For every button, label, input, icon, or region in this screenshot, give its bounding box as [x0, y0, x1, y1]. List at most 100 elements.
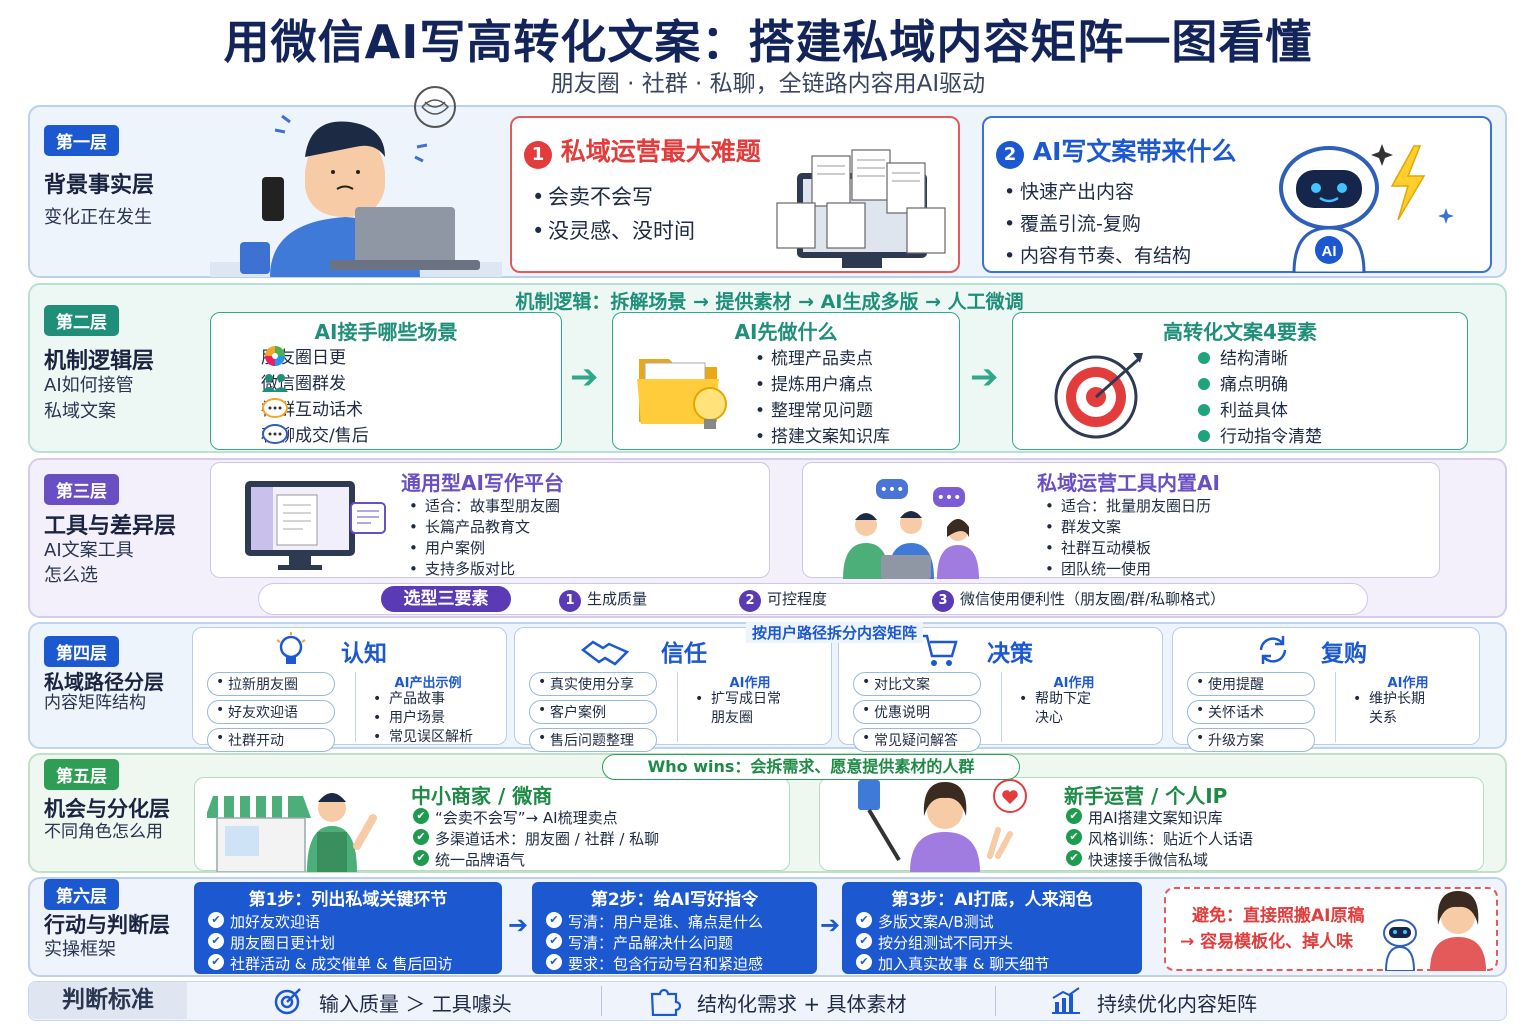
layer-3: 第三层 工具与差异层 AI文案工具 怎么选 通用型AI写作平台 适合：故事型朋友…	[28, 458, 1507, 618]
list-item: 适合：批量朋友圈日历	[1043, 496, 1211, 517]
list-item: 群发文案	[1043, 517, 1211, 538]
stage-title: 信任	[661, 641, 707, 667]
stage-pill: 关怀话术	[1187, 700, 1315, 724]
layer-desc: 变化正在发生	[44, 207, 152, 228]
stage-title: 决策	[987, 641, 1033, 667]
pain-card: 1 私域运营最大难题 会卖不会写 没灵感、没时间	[510, 116, 960, 273]
stage-pill: 对比文案	[853, 672, 981, 696]
list-item: 统一品牌语气	[413, 850, 659, 871]
layer-desc: AI如何接管	[44, 375, 134, 396]
list-item: 没灵感、没时间	[530, 214, 695, 248]
list-item: 多渠道话术：朋友圈 / 社群 / 私聊	[413, 829, 659, 850]
stage-card-1: 认知拉新朋友圈好友欢迎语社群开动AI产出示例产品故事用户场景常见误区解析	[192, 627, 507, 752]
private-tool-list: 适合：批量朋友圈日历 群发文案 社群互动模板 团队统一使用	[1043, 496, 1211, 580]
divider	[355, 672, 356, 742]
team-chat-illustration: ••• •••	[843, 479, 979, 579]
list-item: 用户场景	[371, 709, 473, 728]
list-item: 关系	[1369, 710, 1397, 726]
list-item: 加好友欢迎语	[208, 912, 502, 933]
avoid-card: 避免：直接照搬AI原稿 → 容易模板化、掉人味	[1164, 887, 1498, 971]
list-item: 结构清晰	[1198, 346, 1322, 372]
divider	[677, 672, 678, 742]
layer-name: 机会与分化层	[44, 797, 170, 821]
benefit-card: 2 AI写文案带来什么 快速产出内容 覆盖引流-复购 内容有节奏、有结构 AI	[982, 116, 1492, 273]
list-item: 用户案例	[407, 538, 560, 559]
merchant-list: “会卖不会写”→ AI梳理卖点 多渠道话术：朋友圈 / 社群 / 私聊 统一品牌…	[413, 808, 659, 871]
step-3: 第3步：AI打底，人来润色 多版文案A/B测试 按分组测试不同开头 加入真实故事…	[842, 882, 1142, 974]
list-item: 扩写成日常	[693, 690, 781, 709]
group-icon	[262, 374, 288, 392]
layer-desc: 怎么选	[44, 565, 98, 586]
ai-list: 产品故事用户场景常见误区解析	[371, 690, 473, 747]
stage-card-4: 复购使用提醒关怀话术升级方案AI作用维护长期关系	[1172, 627, 1480, 752]
stage-pill: 社群开动	[207, 728, 335, 752]
layer-name: 工具与差异层	[44, 514, 177, 539]
target-icon	[1054, 353, 1143, 439]
list-item: 朋友圈日更计划	[208, 933, 502, 954]
ai-robot-icon: AI	[1279, 144, 1454, 273]
list-item: 产品故事	[371, 690, 473, 709]
merchant-card: 中小商家 / 微商 “会卖不会写”→ AI梳理卖点 多渠道话术：朋友圈 / 社群…	[194, 777, 790, 872]
list-item: 内容有节奏、有结构	[1002, 240, 1191, 272]
list-item: 私聊成交/售后	[261, 426, 369, 446]
pain-list: 会卖不会写 没灵感、没时间	[530, 180, 695, 248]
ai-first-list: 梳理产品卖点 提炼用户痛点 整理常见问题 搭建文案知识库	[753, 346, 890, 450]
stage-pill: 常见疑问解答	[853, 728, 981, 752]
list-item: 搭建文案知识库	[753, 424, 890, 450]
list-item: 团队统一使用	[1043, 559, 1211, 580]
stage-pill: 客户案例	[529, 700, 657, 724]
list-item: 用AI搭建文案知识库	[1066, 808, 1253, 829]
growth-chart-icon	[1052, 987, 1080, 1014]
criteria-number: 2	[739, 590, 761, 612]
card-title: 高转化文案4要素	[1163, 320, 1317, 344]
divider	[601, 986, 602, 1016]
arrow-right-icon: ➔	[508, 911, 529, 939]
path-banner: 按用户路径拆分内容矩阵	[746, 622, 924, 643]
newbie-card: 新手运营 / 个人IP 用AI搭建文案知识库 风格训练：贴近个人话语 快速接手微…	[819, 777, 1484, 872]
robot-and-person-illustration	[1383, 891, 1486, 971]
arrow-right-icon: ➔	[570, 357, 599, 397]
card-title: 中小商家 / 微商	[411, 784, 553, 808]
avoid-text: 避免：直接照搬AI原稿	[1192, 906, 1365, 926]
list-item: 按分组测试不同开头	[856, 933, 1142, 954]
footer-bar: 判断标准 输入质量 ＞ 工具噱头 结构化需求 + 具体素材 持续优化内容矩阵	[28, 981, 1507, 1021]
benefit-list: 快速产出内容 覆盖引流-复购 内容有节奏、有结构	[1002, 176, 1191, 272]
list-item: 常见误区解析	[371, 728, 473, 747]
footer-item: 持续优化内容矩阵	[1097, 992, 1257, 1016]
layer-name: 机制逻辑层	[44, 349, 155, 374]
lightbulb-icon	[273, 632, 309, 672]
layer-tag: 第三层	[44, 474, 119, 505]
list-item: 覆盖引流-复购	[1002, 208, 1191, 240]
divider	[1001, 672, 1002, 742]
robot-ai-label: AI	[1322, 243, 1337, 260]
layer-tag: 第二层	[44, 305, 119, 336]
layer-name: 背景事实层	[44, 173, 155, 198]
list-item: 多版文案A/B测试	[856, 912, 1142, 933]
cart-icon	[919, 632, 959, 672]
newbie-list: 用AI搭建文案知识库 风格训练：贴近个人话语 快速接手微信私域	[1066, 808, 1253, 871]
step-list: 写清：用户是谁、痛点是什么 写清：产品解决什么问题 要求：包含行动号召和紧迫感	[546, 912, 817, 975]
step-2: 第2步：给AI写好指令 写清：用户是谁、痛点是什么 写清：产品解决什么问题 要求…	[532, 882, 817, 974]
heart-icon	[1002, 790, 1018, 804]
card-title: 通用型AI写作平台	[401, 471, 564, 495]
layer-tag: 第六层	[44, 879, 119, 910]
layer-tag: 第四层	[44, 636, 119, 667]
layer-6: 第六层 行动与判断层 实操框架 第1步：列出私域关键环节 加好友欢迎语 朋友圈日…	[28, 877, 1507, 977]
page-title: 用微信AI写高转化文案：搭建私域内容矩阵一图看懂	[223, 15, 1313, 69]
criteria-text: 可控程度	[767, 590, 828, 608]
elements-card: 高转化文案4要素 结构清晰 痛点明确 利益具体 行动指令清楚	[1012, 312, 1468, 450]
elements-list: 结构清晰 痛点明确 利益具体 行动指令清楚	[1198, 346, 1322, 450]
list-item: 整理常见问题	[753, 398, 890, 424]
sparkle-icon	[1438, 208, 1454, 224]
list-item: 决心	[1035, 710, 1063, 726]
documents-monitor-icon	[776, 149, 946, 268]
stage-pill: 好友欢迎语	[207, 700, 335, 724]
number-badge: 1	[524, 141, 552, 169]
footer-item: 结构化需求 + 具体素材	[697, 992, 907, 1016]
number-badge: 2	[996, 141, 1024, 169]
target-check-icon	[274, 988, 301, 1015]
card-title: AI先做什么	[734, 320, 838, 344]
ai-label: AI作用	[729, 676, 771, 691]
flow-caption: 机制逻辑：拆解场景 → 提供素材 → AI生成多版 → 人工微调	[515, 291, 1024, 313]
